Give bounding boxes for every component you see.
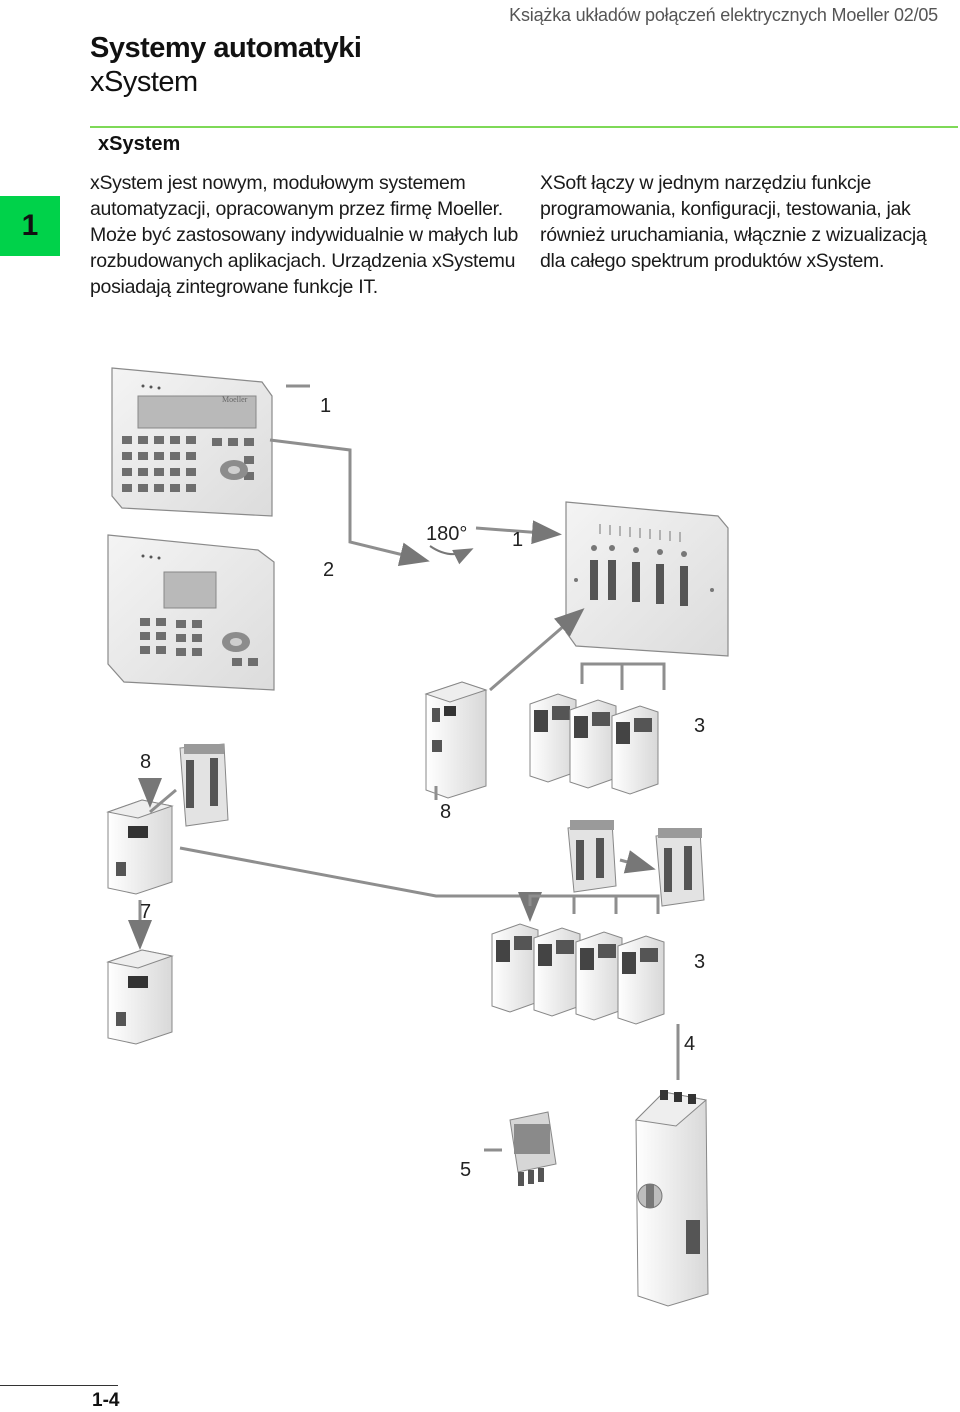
label-1-panel: 1 — [512, 529, 523, 551]
cpu-module-upper — [424, 681, 488, 799]
operator-panel-small — [107, 534, 275, 691]
label-3-lower: 3 — [694, 951, 705, 973]
label-1-top: 1 — [320, 395, 331, 417]
backplane-right — [655, 828, 705, 907]
intro-paragraph-left: xSystem jest nowym, modułowym systemem a… — [90, 172, 519, 298]
motor-starter — [634, 1090, 709, 1307]
page-number: 1-4 — [92, 1390, 120, 1411]
cpu-module-left-bottom — [106, 949, 174, 1045]
backplane-panel — [565, 501, 729, 657]
chapter-tab: 1 — [0, 196, 60, 256]
operator-panel-large: Moeller — [111, 367, 273, 517]
label-4: 4 — [684, 1033, 695, 1055]
label-3-upper: 3 — [694, 715, 705, 737]
label-7: 7 — [140, 901, 151, 923]
io-module-group-lower — [491, 923, 665, 1025]
backplane-middle — [567, 820, 617, 893]
cpu-module-left-top — [106, 799, 174, 895]
chapter-subtitle: xSystem — [90, 66, 198, 98]
io-module-group-upper — [529, 693, 659, 795]
label-8-left: 8 — [140, 751, 151, 773]
label-8-mid: 8 — [440, 801, 451, 823]
backplane-left — [179, 743, 229, 827]
chapter-title: Systemy automatyki — [90, 32, 362, 64]
footer-divider — [0, 1385, 118, 1386]
terminal-block — [509, 1111, 557, 1186]
section-heading: xSystem — [98, 133, 181, 155]
intro-paragraph-right: XSoft łączy w jednym narzędziu funkcje p… — [540, 172, 927, 272]
xsystem-diagram: Moeller — [106, 367, 729, 1307]
header-divider — [90, 126, 958, 128]
brand-mark: Moeller — [222, 395, 248, 404]
label-2: 2 — [323, 559, 334, 581]
connection-lines — [128, 384, 680, 1152]
book-title: Książka układów połączeń elektrycznych M… — [509, 5, 938, 25]
label-5: 5 — [460, 1159, 471, 1181]
label-rotation: 180° — [426, 523, 467, 545]
